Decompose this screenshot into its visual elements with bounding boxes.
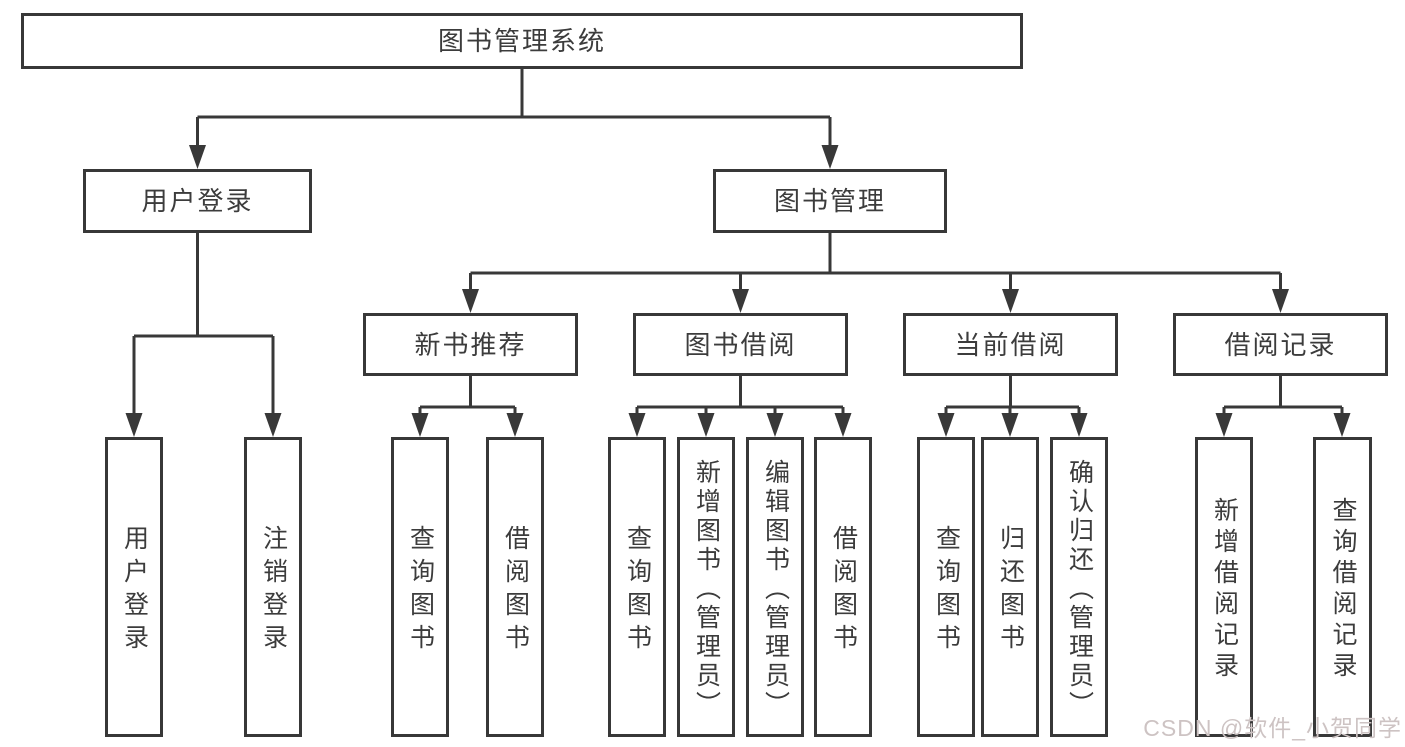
node-root: 图书管理系统 — [21, 13, 1023, 69]
leaf-current-confirm-return-admin: 确认归还（管理员） — [1050, 437, 1108, 737]
node-current-borrowing: 当前借阅 — [903, 313, 1118, 376]
leaf-borrowing-borrow-books: 借阅图书 — [814, 437, 872, 737]
leaf-current-query-books: 查询图书 — [917, 437, 975, 737]
leaf-borrowing-edit-books-admin: 编辑图书（管理员） — [746, 437, 804, 737]
node-user-login: 用户登录 — [83, 169, 312, 233]
node-book-management: 图书管理 — [713, 169, 947, 233]
leaf-user-login: 用户登录 — [105, 437, 163, 737]
leaf-logout: 注销登录 — [244, 437, 302, 737]
node-book-borrowing: 图书借阅 — [633, 313, 848, 376]
leaf-recommend-borrow-books: 借阅图书 — [486, 437, 544, 737]
leaf-records-add-record: 新增借阅记录 — [1195, 437, 1253, 737]
leaf-current-return-books: 归还图书 — [981, 437, 1039, 737]
leaf-borrowing-query-books: 查询图书 — [608, 437, 666, 737]
leaf-recommend-query-books: 查询图书 — [391, 437, 449, 737]
node-new-book-recommendation: 新书推荐 — [363, 313, 578, 376]
leaf-borrowing-add-books-admin: 新增图书（管理员） — [677, 437, 735, 737]
node-borrowing-records: 借阅记录 — [1173, 313, 1388, 376]
leaf-records-query-record: 查询借阅记录 — [1313, 437, 1372, 737]
